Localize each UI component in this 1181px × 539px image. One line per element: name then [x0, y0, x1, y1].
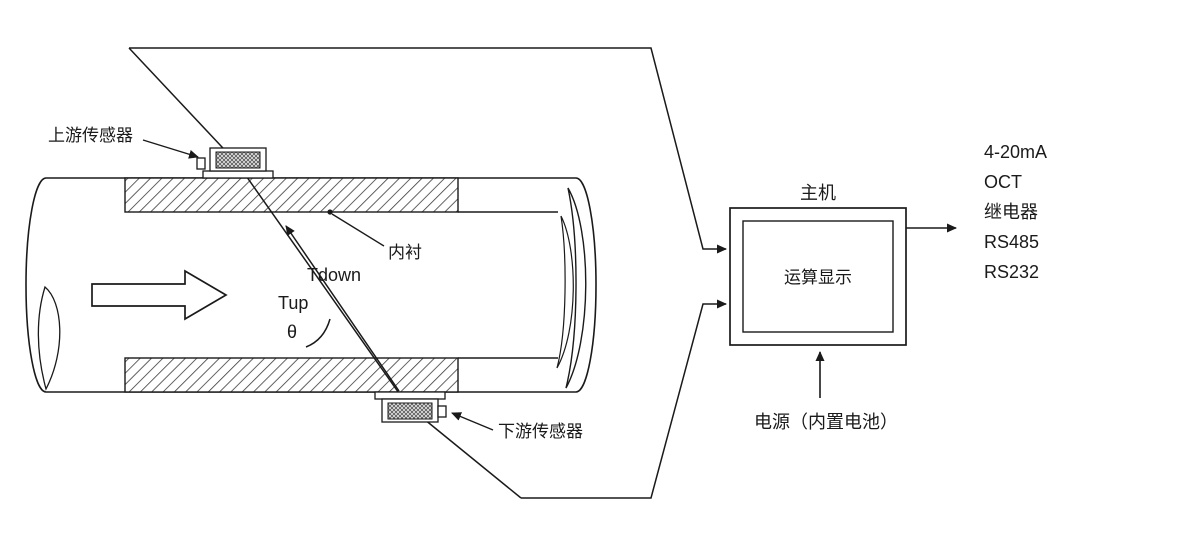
- downstream-sensor-face: [387, 402, 433, 420]
- output-item-oct: OCT: [984, 172, 1022, 192]
- ultrasonic-path: [128, 47, 522, 499]
- theta-angle-arc: [305, 318, 331, 348]
- lining-label: 内衬: [388, 243, 422, 262]
- upstream-sensor-label: 上游传感器: [48, 126, 133, 145]
- upstream-sensor-tab: [196, 157, 206, 170]
- display-label: 运算显示: [784, 268, 852, 287]
- leader-lines: [142, 139, 494, 431]
- beam-upstream-arrow: [285, 225, 400, 392]
- sensor-cables: [129, 47, 727, 499]
- pipe-left-end-arc: [25, 177, 47, 393]
- lining-label-leader-line: [331, 213, 385, 247]
- downstream-label-leader-arrow: [451, 412, 494, 431]
- diagram-labels: 上游传感器 下游传感器 内衬 Tdown Tup θ: [48, 126, 583, 441]
- lining-bottom-band: [124, 357, 459, 393]
- upstream-cable-to-main-unit: [129, 47, 727, 254]
- upstream-label-leader-arrow: [142, 139, 199, 159]
- upstream-sensor-base: [202, 170, 274, 179]
- downstream-sensor-label: 下游传感器: [498, 422, 583, 441]
- pipe-right-end-arc: [575, 177, 597, 393]
- flow-direction-arrow: [91, 269, 228, 321]
- output-item-rs485: RS485: [984, 232, 1039, 252]
- downstream-cable-to-main-unit: [521, 299, 727, 499]
- t-down-label: Tdown: [307, 265, 361, 285]
- downstream-sensor-base: [374, 391, 446, 400]
- lining-leader-dot: [327, 209, 333, 215]
- upstream-sensor: [196, 147, 274, 179]
- outputs: 4-20mA OCT 继电器 RS485 RS232: [906, 142, 1047, 282]
- power-label: 电源（内置电池）: [754, 412, 898, 432]
- downstream-sensor-tab: [437, 405, 447, 418]
- output-item-4-20ma: 4-20mA: [984, 142, 1047, 162]
- pipe-lining: [124, 177, 558, 393]
- pipe-right-end-lens-inner: [556, 215, 574, 369]
- main-unit: 主机 运算显示: [729, 183, 907, 346]
- output-item-rs232: RS232: [984, 262, 1039, 282]
- t-up-label: Tup: [278, 293, 308, 313]
- pipe-right-end-lens-outer: [565, 187, 587, 389]
- cable-upper-diagonal: [128, 47, 238, 164]
- main-unit-inner-box: [742, 220, 894, 333]
- downstream-sensor: [374, 391, 447, 423]
- main-unit-label: 主机: [800, 183, 836, 203]
- theta-label: θ: [287, 322, 297, 342]
- output-item-relay: 继电器: [984, 202, 1038, 222]
- upstream-sensor-face: [215, 151, 261, 169]
- pipe-left-end-lens: [37, 285, 61, 391]
- power: 电源（内置电池）: [754, 351, 898, 432]
- lining-top-band: [124, 177, 459, 213]
- beam-path-line: [236, 162, 409, 407]
